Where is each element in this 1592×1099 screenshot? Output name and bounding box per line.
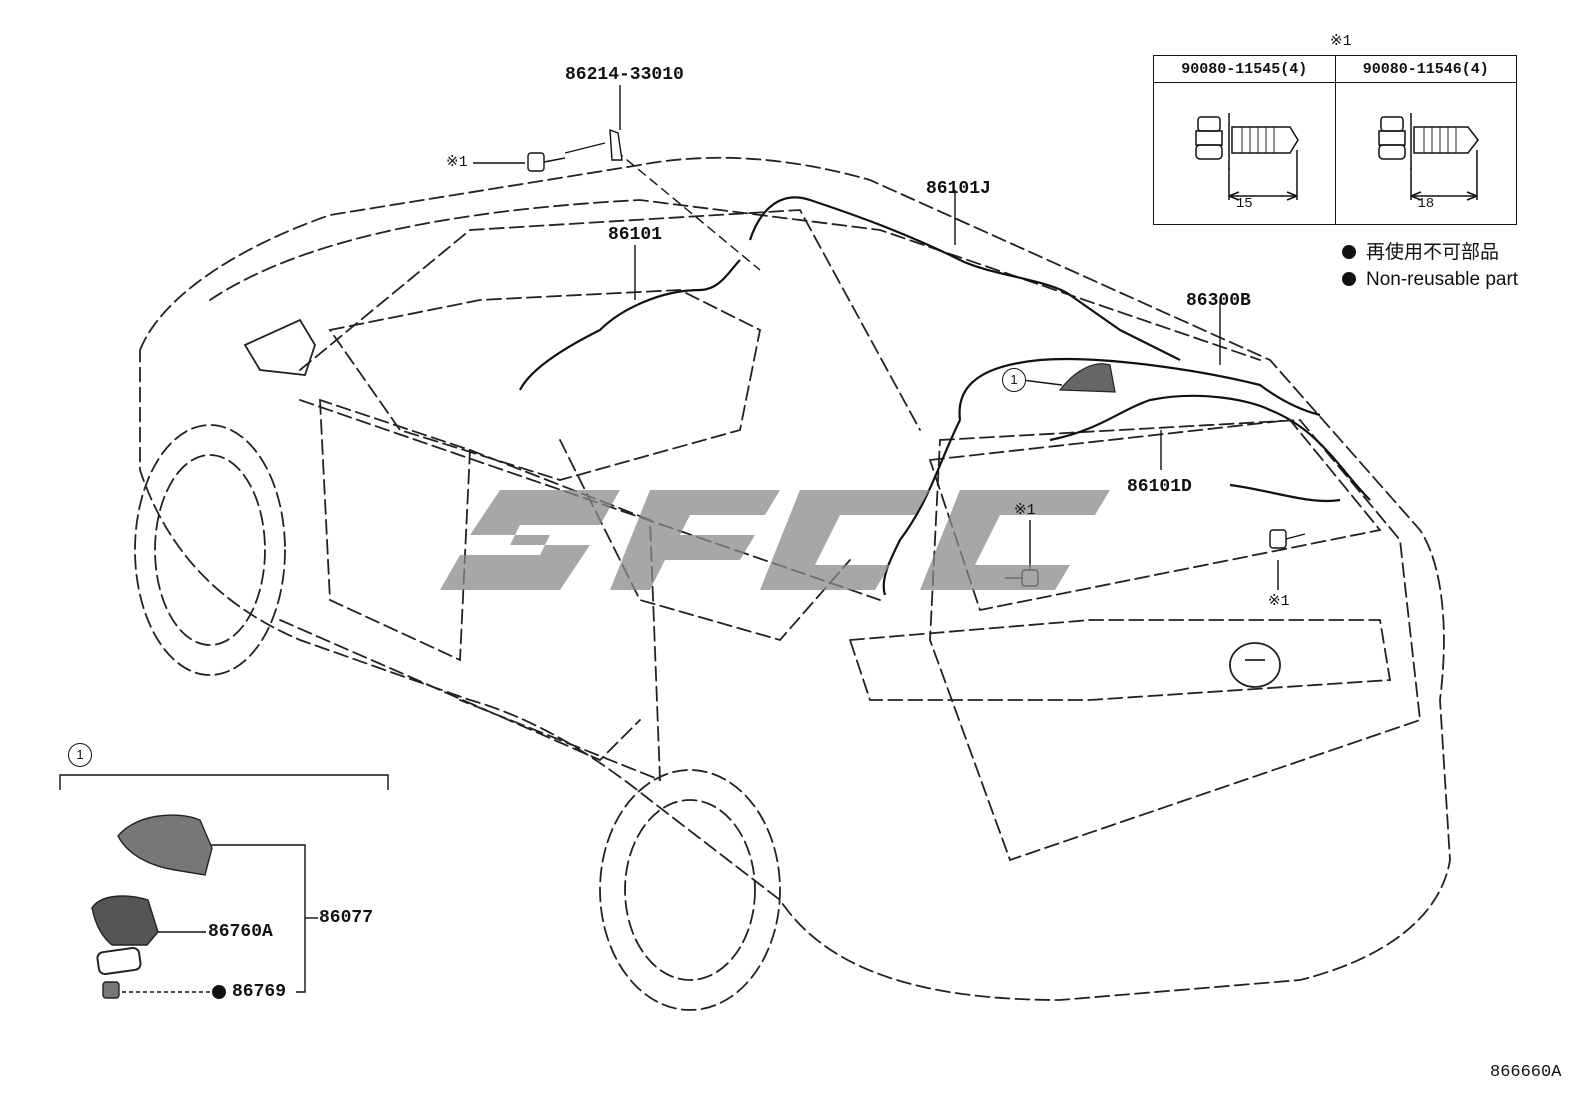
antenna-gasket <box>96 946 142 976</box>
note-ref-mid: ※1 <box>1014 502 1036 519</box>
harness-86101 <box>519 259 741 391</box>
part-label-86214-33010[interactable]: 86214-33010 <box>565 65 684 85</box>
rear-wheel-outline <box>599 769 781 1011</box>
part-label-86300b[interactable]: 86300B <box>1186 291 1251 311</box>
harness-86300b <box>958 357 1321 421</box>
dimension-label-15: 15 <box>1235 196 1253 212</box>
watermark <box>440 490 1110 590</box>
harness-86101j <box>748 196 1181 361</box>
callout-antenna-group[interactable]: 1 <box>1002 368 1026 392</box>
door-rear-outline <box>459 449 661 782</box>
bracket-86214 <box>609 128 623 161</box>
legend-dot <box>1342 272 1356 286</box>
antenna-base <box>91 895 159 946</box>
fastener-col-header-2[interactable]: 90080-11546(4) <box>1334 55 1517 83</box>
windshield-outline <box>299 209 921 431</box>
roof-outline <box>209 199 1261 361</box>
antenna-nut <box>102 981 120 999</box>
side-mirror <box>243 318 316 376</box>
diagram-id: 866660A <box>1490 1063 1562 1082</box>
callout-detail-group[interactable]: 1 <box>68 743 92 767</box>
dimension-label-18: 18 <box>1417 196 1435 212</box>
harness-86101d <box>1049 394 1371 501</box>
note-ref-upper: ※1 <box>446 154 468 171</box>
vehicle-body-outline <box>139 156 1451 1001</box>
part-label-86077[interactable]: 86077 <box>319 908 374 928</box>
fastener-cell-2: 18 <box>1334 82 1517 225</box>
tailgate-outline <box>929 419 1421 862</box>
door-front-outline <box>319 398 471 662</box>
rear-emblem <box>1229 642 1281 688</box>
shark-fin-cover <box>117 814 213 876</box>
bolt-upper <box>527 152 545 172</box>
front-wheel-outline <box>134 424 286 676</box>
harness-tail-right <box>1229 483 1341 503</box>
fastener-table: 90080-11545(4) 90080-11546(4) 15 18 <box>1153 55 1517 225</box>
legend-english: Non-reusable part <box>1342 270 1518 289</box>
part-label-86101[interactable]: 86101 <box>608 225 663 245</box>
harness-tail-left <box>882 419 961 596</box>
legend-japanese: 再使用不可部品 <box>1342 243 1499 262</box>
antenna-on-roof <box>1058 363 1116 393</box>
detail-group-bracket <box>59 774 389 790</box>
bolt-right <box>1269 529 1287 549</box>
part-label-86101d[interactable]: 86101D <box>1127 477 1192 497</box>
part-label-86769[interactable]: 86769 <box>232 982 287 1002</box>
fastener-cell-1: 15 <box>1153 82 1336 225</box>
non-reusable-dot <box>212 985 226 999</box>
part-label-86101j[interactable]: 86101J <box>926 179 991 199</box>
table-note-ref: ※1 <box>1330 33 1352 50</box>
fastener-col-header-1[interactable]: 90080-11545(4) <box>1153 55 1336 83</box>
legend-dot <box>1342 245 1356 259</box>
rear-light-outline <box>848 619 1392 701</box>
part-label-86760a[interactable]: 86760A <box>208 922 273 942</box>
dashboard-outline <box>328 289 762 481</box>
note-ref-right: ※1 <box>1268 593 1290 610</box>
